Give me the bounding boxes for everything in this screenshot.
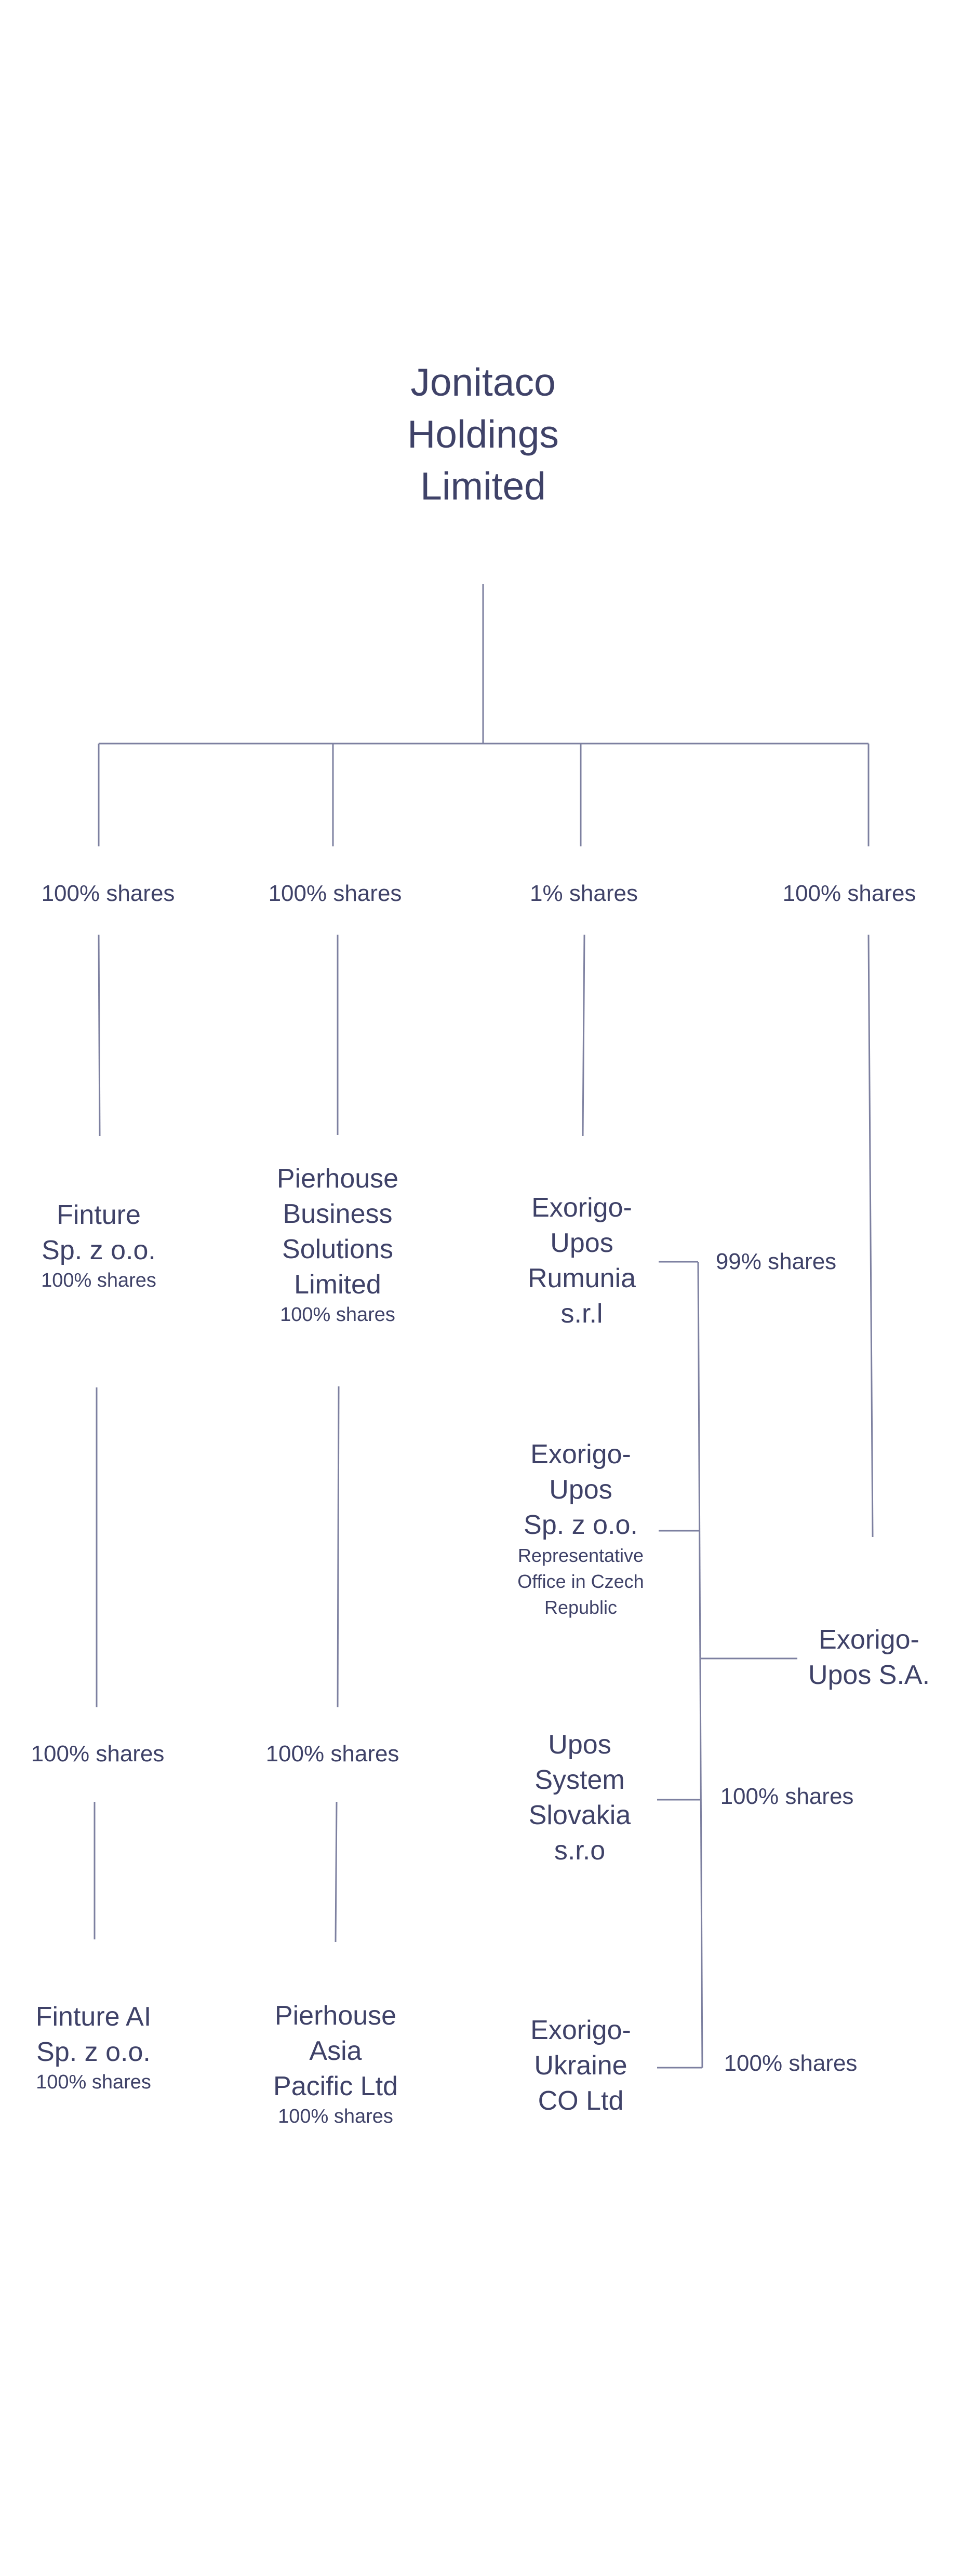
level3-share-label-2: 100% shares [265, 1741, 399, 1766]
exorigo-czech-entity-label: Exorigo- Upos Sp. z o.o. Representative … [472, 1437, 690, 1621]
pierhouse-bs-name-line-1: Pierhouse [276, 1164, 399, 1194]
pierhouse-bs-down-line [337, 1386, 340, 1708]
exorigo-rumunia-name-line-4: s.r.l [560, 1299, 603, 1329]
exorigo-sa-name-line-1: Exorigo- [819, 1625, 919, 1655]
exorigo-rumunia-share-label: 99% shares [715, 1249, 837, 1274]
finture-ai-name-line-1: Finture AI [35, 2002, 152, 2032]
finture-ai-shares-label: 100% shares [36, 2071, 151, 2093]
finture-name-line-2: Sp. z o.o. [42, 1235, 156, 1265]
pierhouse-bs-name-line-4: Limited [294, 1270, 381, 1300]
exorigo-sa-name-line-2: Upos S.A. [808, 1660, 930, 1690]
exorigo-ukraine-name-line-1: Exorigo- [530, 2015, 631, 2045]
pierhouse-ap-name-line-3: Pacific Ltd [273, 2071, 398, 2101]
exorigo-ukraine-name-line-2: Ukraine [534, 2051, 627, 2081]
finture-entity-label: Finture Sp. z o.o. 100% shares [0, 1197, 208, 1293]
exorigo-ukraine-name-line-3: CO Ltd [538, 2086, 624, 2116]
exorigo-rumunia-entity-label: Exorigo- Upos Rumunia s.r.l [473, 1190, 691, 1331]
exorigo-rumunia-name-line-3: Rumunia [527, 1263, 636, 1293]
upos-slovakia-name-line-4: s.r.o [554, 1836, 606, 1866]
root-name-line-2: Holdings [407, 412, 559, 456]
exorigo-sa-bus-line [697, 1261, 703, 2068]
pierhouse-ap-entity-label: Pierhouse Asia Pacific Ltd 100% shares [226, 1998, 445, 2129]
exorigo-ukraine-share-label: 100% shares [724, 2051, 858, 2076]
exorigo-rumunia-name-line-1: Exorigo- [531, 1193, 632, 1223]
exorigo-sa-link-line [867, 934, 874, 1537]
pierhouse-bs-shares-label: 100% shares [280, 1304, 395, 1326]
exorigo-czech-note-line-1: Representative [517, 1545, 644, 1566]
exorigo-czech-name-line-3: Sp. z o.o. [524, 1510, 638, 1540]
pierhouse-ap-name-line-1: Pierhouse [274, 2001, 397, 2031]
finture-ai-entity-label: Finture AI Sp. z o.o. 100% shares [0, 1999, 203, 2095]
exorigo-czech-note-line-3: Republic [544, 1597, 618, 1618]
finture-link-line [98, 934, 101, 1137]
exorigo-sa-entity-label: Exorigo- Upos S.A. [760, 1622, 962, 1693]
upos-slovakia-share-label: 100% shares [720, 1784, 854, 1809]
level1-share-label-3: 1% shares [530, 881, 638, 906]
root-name-line-3: Limited [420, 464, 546, 508]
level1-share-label-4: 100% shares [782, 881, 916, 906]
pierhouse-bs-name-line-3: Solutions [282, 1234, 393, 1264]
level1-share-label-2: 100% shares [268, 881, 402, 906]
pierhouse-bs-entity-label: Pierhouse Business Solutions Limited 100… [229, 1161, 447, 1327]
pierhouse-ap-link-line [335, 1801, 338, 1943]
upos-slovakia-entity-label: Upos System Slovakia s.r.o [471, 1727, 689, 1868]
upos-slovakia-name-line-3: Slovakia [528, 1800, 631, 1830]
level1-share-label-1: 100% shares [41, 881, 175, 906]
finture-ai-name-line-2: Sp. z o.o. [36, 2037, 151, 2067]
exorigo-czech-name-line-2: Upos [549, 1475, 612, 1505]
upos-slovakia-name-line-2: System [535, 1765, 625, 1795]
pierhouse-ap-name-line-2: Asia [309, 2036, 362, 2066]
exorigo-ukraine-entity-label: Exorigo- Ukraine CO Ltd [472, 2013, 690, 2119]
pierhouse-bs-name-line-2: Business [283, 1199, 393, 1229]
exorigo-czech-note-line-2: Office in Czech [517, 1571, 644, 1592]
level3-share-label-1: 100% shares [31, 1741, 165, 1766]
root-entity-label: Jonitaco Holdings Limited [353, 356, 613, 512]
root-name-line-1: Jonitaco [410, 360, 556, 404]
pierhouse-ap-shares-label: 100% shares [278, 2106, 393, 2127]
exorigo-rumunia-link-line [582, 934, 585, 1137]
finture-name-line-1: Finture [57, 1200, 141, 1230]
exorigo-czech-name-line-1: Exorigo- [530, 1439, 631, 1469]
upos-slovakia-name-line-1: Upos [548, 1730, 611, 1760]
finture-shares-label: 100% shares [41, 1270, 156, 1291]
exorigo-rumunia-name-line-2: Upos [550, 1228, 613, 1258]
